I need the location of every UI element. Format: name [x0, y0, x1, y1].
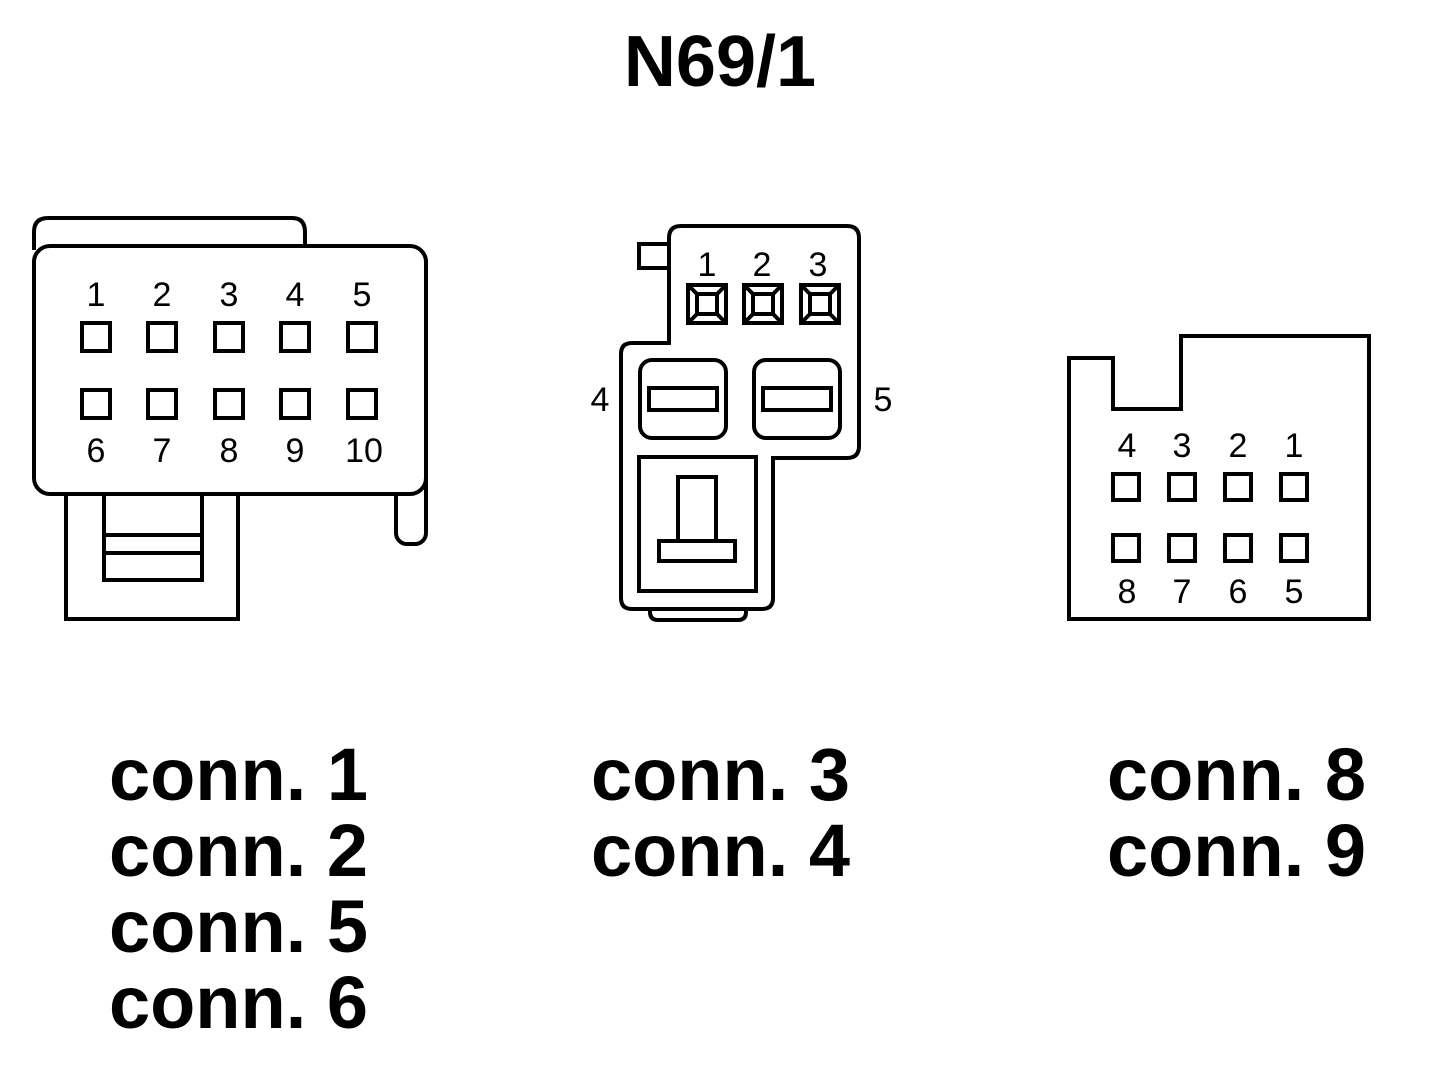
connection-label: conn. 6 — [109, 961, 368, 1044]
pin-label: 2 — [1229, 427, 1248, 465]
connection-label: conn. 3 — [591, 733, 850, 816]
connection-label: conn. 8 — [1107, 733, 1366, 816]
connection-label: conn. 2 — [109, 809, 368, 892]
pin-label: 5 — [1285, 573, 1304, 611]
connection-label: conn. 5 — [109, 885, 368, 968]
middle-connector: 1 2 3 4 5 — [591, 224, 893, 622]
pin-label: 8 — [1118, 573, 1137, 611]
pin-label: 10 — [345, 432, 383, 470]
pin-label: 6 — [1229, 573, 1248, 611]
right-connector: 4 3 2 1 8 7 6 5 — [1067, 334, 1371, 621]
pin-label: 8 — [220, 432, 239, 470]
connection-label: conn. 4 — [591, 809, 850, 892]
pin-sockets-bottom — [80, 388, 378, 420]
pin-label: 3 — [220, 276, 239, 314]
diagram-title: N69/1 — [624, 22, 816, 102]
pin-sockets-bottom — [1111, 533, 1309, 563]
pin-sockets-top — [80, 321, 378, 353]
connection-label: conn. 9 — [1107, 809, 1366, 892]
left-connector-labels: conn. 1 conn. 2 conn. 5 conn. 6 — [109, 733, 368, 1044]
pin-label: 7 — [153, 432, 172, 470]
middle-connector-labels: conn. 3 conn. 4 — [591, 733, 850, 892]
pin-label: 1 — [1285, 427, 1304, 465]
pin-label: 7 — [1173, 573, 1192, 611]
pin-label: 5 — [353, 276, 372, 314]
pin-sockets-top — [1111, 472, 1309, 502]
left-connector: 1 2 3 4 5 6 7 8 9 10 — [32, 216, 428, 621]
pin-label: 6 — [87, 432, 106, 470]
pin-label: 1 — [698, 246, 717, 284]
pin-label: 9 — [286, 432, 305, 470]
pin-label: 1 — [87, 276, 106, 314]
pin-label: 5 — [874, 381, 893, 419]
pin-label: 4 — [591, 381, 610, 419]
pin-label: 4 — [1118, 427, 1137, 465]
connection-label: conn. 1 — [109, 733, 368, 816]
pin-terminals — [686, 283, 841, 325]
pin-label: 3 — [1173, 427, 1192, 465]
pin-label: 3 — [809, 246, 828, 284]
right-connector-labels: conn. 8 conn. 9 — [1107, 733, 1366, 892]
pin-label: 2 — [153, 276, 172, 314]
pin-label: 4 — [286, 276, 305, 314]
pin-label: 2 — [753, 246, 772, 284]
